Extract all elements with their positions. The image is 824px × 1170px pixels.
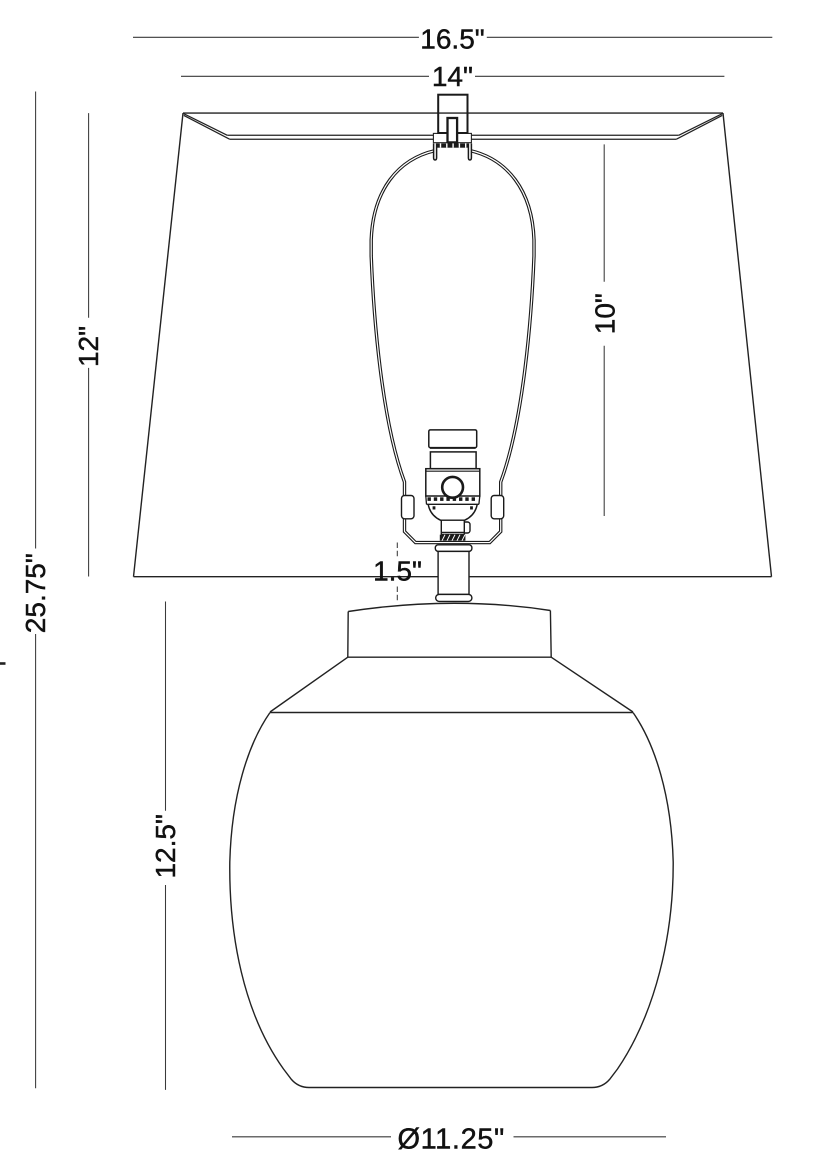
svg-text:Ø11.25": Ø11.25" [397,1123,504,1155]
svg-text:12": 12" [73,326,104,367]
svg-text:14": 14" [432,61,473,92]
svg-text:16.5": 16.5" [420,23,484,54]
svg-text:25.75": 25.75" [20,553,51,633]
svg-text:10": 10" [590,293,621,334]
svg-text:1.5": 1.5" [373,556,422,587]
svg-text:12.5": 12.5" [150,814,181,878]
